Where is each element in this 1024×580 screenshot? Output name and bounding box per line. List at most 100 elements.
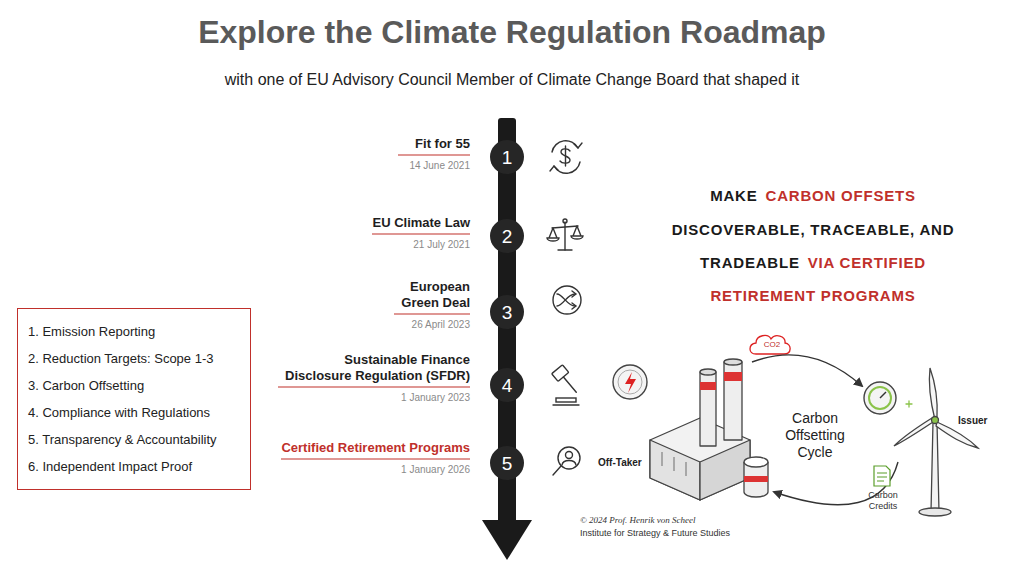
list-item: 2. Reduction Targets: Scope 1-3 <box>28 345 240 372</box>
title: Explore the Climate Regulation Roadmap <box>0 14 1024 51</box>
step-number: 1 <box>502 148 513 167</box>
timeline-arrow <box>482 118 532 560</box>
co2-label: CO2 <box>757 340 787 350</box>
step-number: 5 <box>502 454 513 473</box>
gavel-icon <box>552 365 582 405</box>
drawing-part <box>552 365 582 397</box>
step-date: 1 January 2023 <box>401 392 470 403</box>
drawing-part <box>874 466 890 486</box>
step-date: 21 July 2021 <box>413 239 470 250</box>
timeline-segment <box>498 174 516 219</box>
timeline-step: 5Certified Retirement Programs1 January … <box>490 446 524 480</box>
step-heading: Certified Retirement Programs <box>281 440 470 460</box>
drawing-part <box>572 303 576 309</box>
list-item: 1. Emission Reporting <box>28 318 240 345</box>
dollar-cycle-icon <box>550 141 582 174</box>
list-item: 3. Carbon Offsetting <box>28 372 240 399</box>
drawing-part <box>553 404 579 405</box>
issuer-gauge <box>864 382 896 414</box>
headline-text: TRADEABLE <box>700 254 800 271</box>
drawing-part <box>894 418 933 446</box>
step-number: 2 <box>502 227 513 246</box>
headline-highlight: RETIREMENT PROGRAMS <box>710 287 915 304</box>
step-heading: Sustainable Finance Disclosure Regulatio… <box>278 352 470 388</box>
cycle-label: Carbon Offsetting Cycle <box>772 410 858 460</box>
drawing-part <box>932 417 939 424</box>
drawing-part <box>744 476 768 482</box>
factory <box>650 359 768 500</box>
drawing-part <box>553 466 561 475</box>
drawing-part <box>618 370 642 394</box>
wind-turbine <box>894 368 978 516</box>
drawing-part <box>557 294 575 306</box>
drawing-part <box>869 387 891 409</box>
drawing-part <box>563 219 567 223</box>
drawing-part <box>553 286 581 314</box>
step-date: 1 January 2026 <box>401 464 470 475</box>
drawing-part <box>724 359 742 365</box>
step-date: 26 April 2023 <box>412 319 470 330</box>
drawing-part <box>557 294 575 306</box>
drawing-part <box>572 291 576 297</box>
drawing-part <box>700 440 750 500</box>
step-caption: Fit for 5514 June 2021 <box>230 136 470 171</box>
drawing-part <box>650 440 700 500</box>
step-caption: Certified Retirement Programs 1 January 2… <box>230 440 470 475</box>
drawing-part <box>564 222 565 250</box>
drawing-part <box>906 401 912 407</box>
issuer-label: Issuer <box>958 415 998 427</box>
copyright: © 2024 Prof. Henrik von Scheel <box>580 515 820 526</box>
scales-icon <box>547 219 583 250</box>
drawing-part <box>571 226 583 239</box>
timeline-segment <box>498 402 516 446</box>
drawing-part <box>662 452 686 476</box>
drawing-part <box>929 368 937 420</box>
requirements-box: 1. Emission Reporting2. Reduction Target… <box>17 308 251 490</box>
list-item: 4. Compliance with Regulations <box>28 399 240 426</box>
drawing-part <box>482 520 532 560</box>
step-heading: European Green Deal <box>394 279 470 315</box>
drawing-part <box>562 461 576 466</box>
step-caption: European Green Deal 26 April 2023 <box>230 279 470 330</box>
step-caption: Sustainable Finance Disclosure Regulatio… <box>230 352 470 403</box>
headline-line: MAKE CARBON OFFSETS <box>640 187 986 205</box>
drawing-part <box>877 473 887 481</box>
drawing-part <box>565 146 566 166</box>
carbon-credit-doc <box>874 466 890 486</box>
step-number: 3 <box>502 303 513 322</box>
drawing-part <box>880 392 886 398</box>
headline-highlight: CARBON OFFSETS <box>766 187 916 204</box>
drawing-part <box>700 369 716 375</box>
timeline-step: 2EU Climate Law21 July 2021 <box>490 219 524 253</box>
step-heading: Fit for 55 <box>398 136 470 156</box>
drawing-part <box>625 372 636 393</box>
cycle-arrows <box>752 355 898 505</box>
drawing-part <box>752 355 862 386</box>
subtitle: with one of EU Advisory Council Member o… <box>0 70 1024 89</box>
drawing-part <box>563 377 576 392</box>
drawing-part <box>700 382 716 390</box>
drawing-part <box>931 422 939 512</box>
step-number: 4 <box>502 376 513 395</box>
drawing-part <box>547 228 559 241</box>
timeline-step: 3European Green Deal26 April 2023 <box>490 295 524 329</box>
timeline-step: 1Fit for 5514 June 2021 <box>490 140 524 174</box>
drawing-part <box>550 166 558 171</box>
drawing-part <box>724 372 742 381</box>
institute: Institute for Strategy & Future Studies <box>580 528 820 539</box>
credits-label: Carbon Credits <box>860 490 906 512</box>
drawing-part <box>558 249 572 250</box>
step-heading: EU Climate Law <box>372 215 470 235</box>
off-taker-label: Off-Taker <box>598 457 648 469</box>
step-caption: EU Climate Law 21 July 2021 <box>230 215 470 250</box>
timeline-step: 4Sustainable Finance Disclosure Regulati… <box>490 368 524 402</box>
drawing-part <box>552 365 569 382</box>
headline-text: MAKE <box>710 187 757 204</box>
drawing-part <box>919 508 951 516</box>
drawing-part <box>556 398 576 402</box>
drawing-part <box>864 382 896 414</box>
headline-line: TRADEABLEVIA CERTIFIED <box>640 254 986 272</box>
drawing-part <box>552 226 578 228</box>
shuffle-icon <box>553 286 581 314</box>
